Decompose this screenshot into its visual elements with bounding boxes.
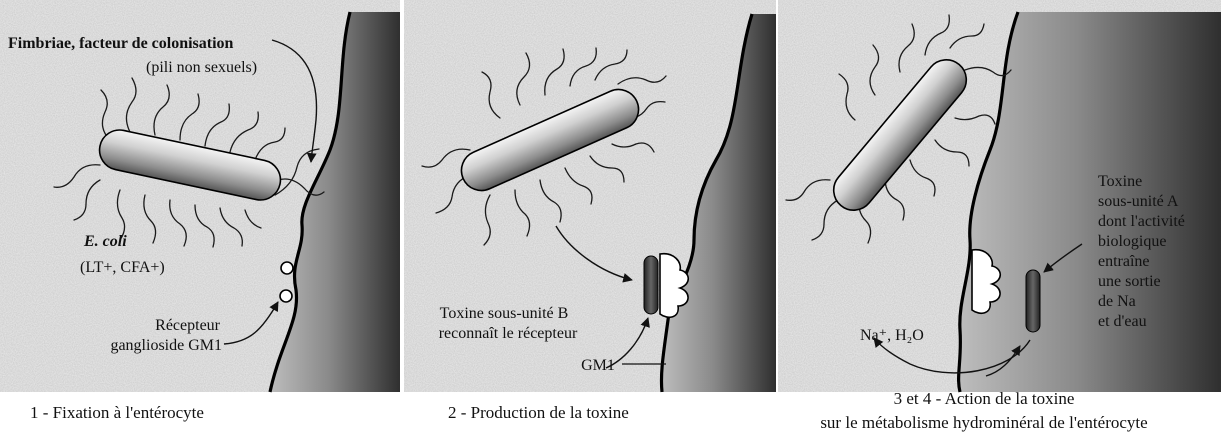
- receptor-label-line2: ganglioside GM1: [110, 337, 222, 354]
- fimbriae-label: Fimbriae, facteur de colonisation: [8, 35, 234, 52]
- panel-3-action: Toxine sous-unité A dont l'activité biol…: [778, 0, 1221, 432]
- toxin-a-line: biologique: [1098, 233, 1166, 250]
- panel-1-caption: 1 - Fixation à l'entérocyte: [30, 403, 204, 422]
- toxin-a-line: dont l'activité: [1098, 213, 1185, 230]
- toxin-a-line: sous-unité A: [1098, 193, 1179, 210]
- toxin-b-band: [644, 256, 658, 314]
- panel-2-caption: 2 - Production de la toxine: [448, 403, 629, 422]
- toxin-a-line: entraîne: [1098, 253, 1150, 270]
- toxin-a-line: une sortie: [1098, 273, 1161, 290]
- panel-3-caption-line1: 3 et 4 - Action de la toxine: [894, 389, 1075, 408]
- panel-1-fixation: Fimbriae, facteur de colonisation (pili …: [0, 0, 400, 422]
- receptor-gm1-bump: [281, 262, 293, 274]
- toxin-b-label-line1: Toxine sous-unité B: [440, 305, 569, 322]
- ecoli-sub-label: (LT+, CFA+): [80, 259, 165, 276]
- toxin-b-label-line2: reconnaît le récepteur: [439, 325, 578, 342]
- receptor-gm1-bump: [280, 290, 292, 302]
- na-h2o-label: Na⁺, H₂O: [860, 327, 924, 344]
- ecoli-label: E. coli: [83, 233, 127, 250]
- toxin-a-line: Toxine: [1098, 173, 1142, 190]
- pili-label: (pili non sexuels): [146, 59, 257, 76]
- toxin-b-label-line3: GM1: [581, 357, 615, 374]
- panel-3-caption-line2: sur le métabolisme hydrominéral de l'ent…: [820, 413, 1147, 432]
- panel-2-production: Toxine sous-unité B reconnaît le récepte…: [404, 0, 776, 422]
- toxin-a-band: [1026, 270, 1040, 332]
- receptor-label-line1: Récepteur: [155, 317, 221, 334]
- toxin-a-line: de Na: [1098, 293, 1136, 310]
- toxin-a-line: et d'eau: [1098, 313, 1147, 330]
